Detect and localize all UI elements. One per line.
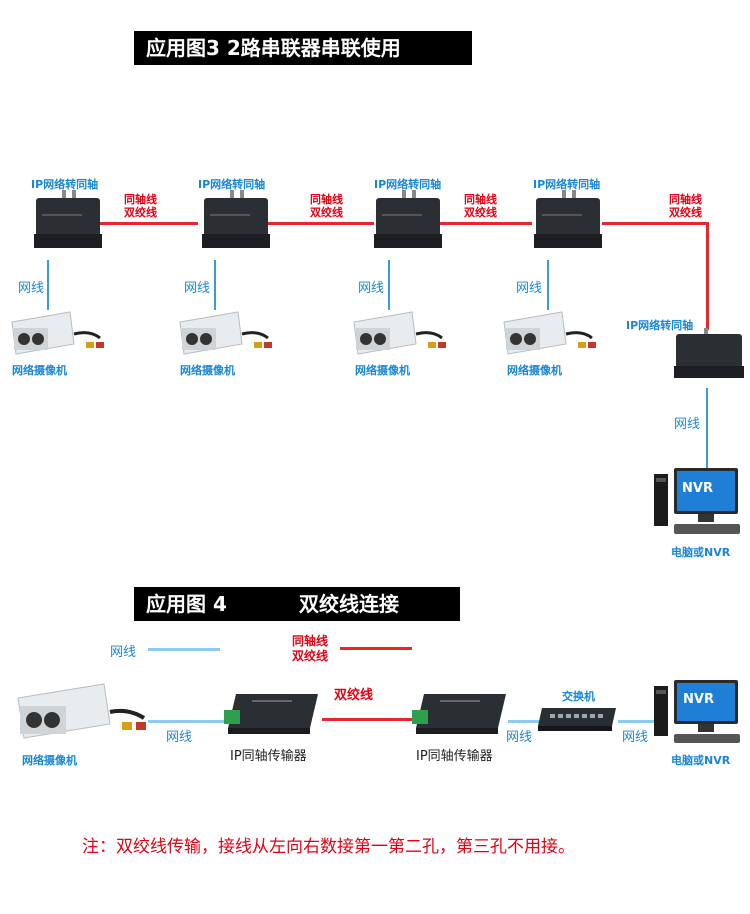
network-line-5 — [706, 388, 708, 470]
camera-label-2: 网络摄像机 — [180, 364, 235, 377]
converter-label-5: IP网络转同轴 — [626, 319, 694, 332]
fig3-title: 应用图3 2路串联器串联使用 — [134, 31, 472, 65]
wiring-note: 注：双绞线传输，接线从左向右数接第一第二孔，第三孔不用接。 — [82, 837, 575, 857]
fig4-nvr-label: 电脑或NVR — [671, 754, 731, 767]
fig4-network-label-2: 网线 — [506, 730, 533, 745]
fig4-title-bar: 应用图 4 双绞线连接 — [134, 587, 460, 621]
ip-coax-converter-icon — [34, 190, 102, 248]
ip-coax-converter-icon — [674, 328, 744, 378]
converter-label-1: IP网络转同轴 — [31, 178, 99, 191]
nvr-label: 电脑或NVR — [671, 546, 731, 559]
switch-label: 交换机 — [562, 690, 595, 703]
link-label-2: 同轴线双绞线 — [310, 193, 343, 219]
network-line-1 — [47, 260, 49, 310]
camera-label-3: 网络摄像机 — [355, 364, 410, 377]
coax-link-1 — [100, 222, 198, 225]
network-label-4: 网线 — [516, 281, 543, 296]
converter-label-2: IP网络转同轴 — [198, 178, 266, 191]
legend-coax-line — [340, 647, 412, 650]
network-line-3 — [388, 260, 390, 310]
transmitter-label-2: IP同轴传输器 — [416, 749, 493, 764]
camera-label-4: 网络摄像机 — [507, 364, 562, 377]
network-label-2: 网线 — [184, 281, 211, 296]
network-label-5: 网线 — [674, 417, 701, 432]
network-label-1: 网线 — [18, 281, 45, 296]
network-line-2 — [214, 260, 216, 310]
fig4-network-label-3: 网线 — [622, 730, 649, 745]
coax-link-4 — [602, 222, 708, 225]
camera-label-1: 网络摄像机 — [12, 364, 67, 377]
ip-coax-converter-icon — [534, 190, 602, 248]
legend-network-label: 网线 — [110, 645, 137, 660]
network-camera-icon — [353, 311, 446, 355]
nvr-screen-text: NVR — [682, 481, 713, 496]
coax-link-3 — [436, 222, 532, 225]
converter-label-3: IP网络转同轴 — [374, 178, 442, 191]
network-line-4 — [547, 260, 549, 310]
ip-coax-transmitter-icon — [224, 694, 318, 734]
converter-label-4: IP网络转同轴 — [533, 178, 601, 191]
ip-coax-converter-icon — [374, 190, 442, 248]
nvr-computer-icon — [654, 680, 740, 743]
coax-link-4-down — [706, 222, 709, 330]
fig4-title-right: 双绞线连接 — [299, 592, 399, 616]
legend-coax-label: 同轴线双绞线 — [292, 634, 329, 663]
fig4-title-left: 应用图 4 — [146, 592, 227, 616]
fig4-nvr-screen-text: NVR — [683, 692, 714, 707]
fig4-network-line-3 — [618, 720, 656, 723]
link-label-3: 同轴线双绞线 — [464, 193, 497, 219]
fig4-network-line-1 — [148, 720, 224, 723]
twisted-pair-line — [322, 718, 416, 721]
network-camera-icon — [11, 311, 104, 355]
fig4-camera-label: 网络摄像机 — [22, 754, 77, 767]
transmitter-label-1: IP同轴传输器 — [230, 749, 307, 764]
network-label-3: 网线 — [358, 281, 385, 296]
network-camera-icon — [503, 311, 596, 355]
ip-coax-converter-icon — [202, 190, 270, 248]
network-switch-icon — [538, 708, 616, 731]
legend-network-line — [148, 648, 220, 651]
network-camera-icon — [179, 311, 272, 355]
link-label-4: 同轴线双绞线 — [669, 193, 702, 219]
ip-coax-transmitter-icon — [412, 694, 506, 734]
coax-link-2 — [268, 222, 374, 225]
fig4-network-label-1: 网线 — [166, 730, 193, 745]
link-label-1: 同轴线双绞线 — [124, 193, 157, 219]
twisted-pair-label: 双绞线 — [334, 688, 374, 703]
nvr-computer-icon — [654, 468, 740, 534]
network-camera-icon — [17, 683, 146, 739]
fig4-network-line-2 — [508, 720, 540, 723]
